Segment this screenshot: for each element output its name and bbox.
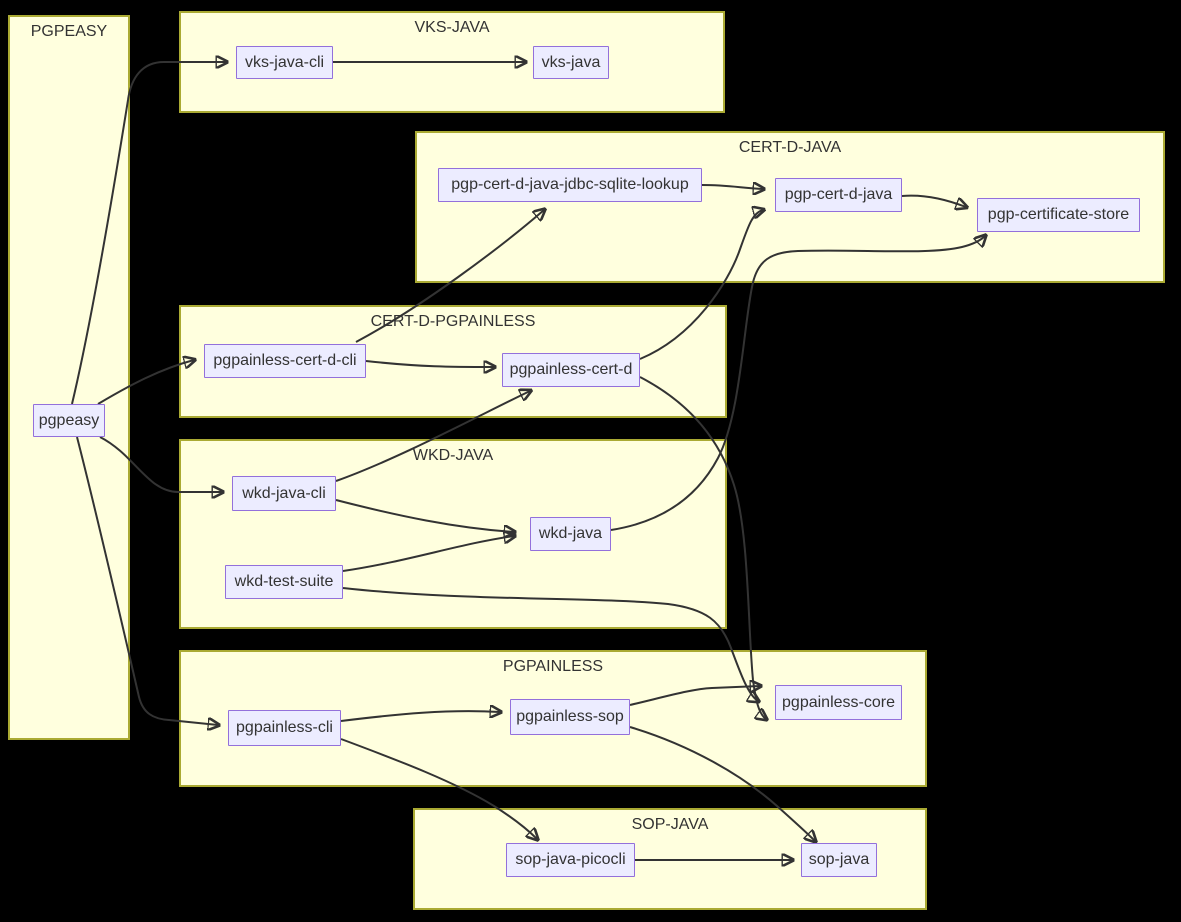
node-pgpainless-cert-d-cli: pgpainless-cert-d-cli [204, 344, 366, 378]
node-pgpeasy: pgpeasy [33, 404, 105, 437]
node-vks-java-cli: vks-java-cli [236, 46, 333, 79]
node-pgpainless-core: pgpainless-core [775, 685, 902, 720]
cluster-cert-d-pgpainless-label: CERT-D-PGPAINLESS [370, 313, 536, 330]
node-sop-java: sop-java [801, 843, 877, 877]
node-pgp-certificate-store: pgp-certificate-store [977, 198, 1140, 232]
node-wkd-test-suite: wkd-test-suite [225, 565, 343, 599]
node-wkd-java: wkd-java [530, 517, 611, 551]
node-pgpainless-cert-d: pgpainless-cert-d [502, 353, 640, 387]
cluster-pgpainless-label: PGPAINLESS [502, 658, 604, 675]
cluster-vks-java-label: VKS-JAVA [414, 19, 490, 36]
cluster-cert-d-java-label: CERT-D-JAVA [738, 139, 842, 156]
node-pgpainless-sop: pgpainless-sop [510, 699, 630, 735]
node-pgpainless-cli: pgpainless-cli [228, 710, 341, 746]
cluster-wkd-java-label: WKD-JAVA [412, 447, 494, 464]
cluster-pgpeasy-label: PGPEASY [30, 23, 108, 40]
cluster-wkd-java: WKD-JAVA [179, 439, 727, 629]
cluster-sop-java-label: SOP-JAVA [631, 816, 709, 833]
node-pgp-cert-d-java-jdbc-sqlite-lookup: pgp-cert-d-java-jdbc-sqlite-lookup [438, 168, 702, 202]
node-wkd-java-cli: wkd-java-cli [232, 476, 336, 511]
node-vks-java: vks-java [533, 46, 609, 79]
node-pgp-cert-d-java: pgp-cert-d-java [775, 178, 902, 212]
node-sop-java-picocli: sop-java-picocli [506, 843, 635, 877]
cluster-pgpeasy: PGPEASY [8, 15, 130, 740]
